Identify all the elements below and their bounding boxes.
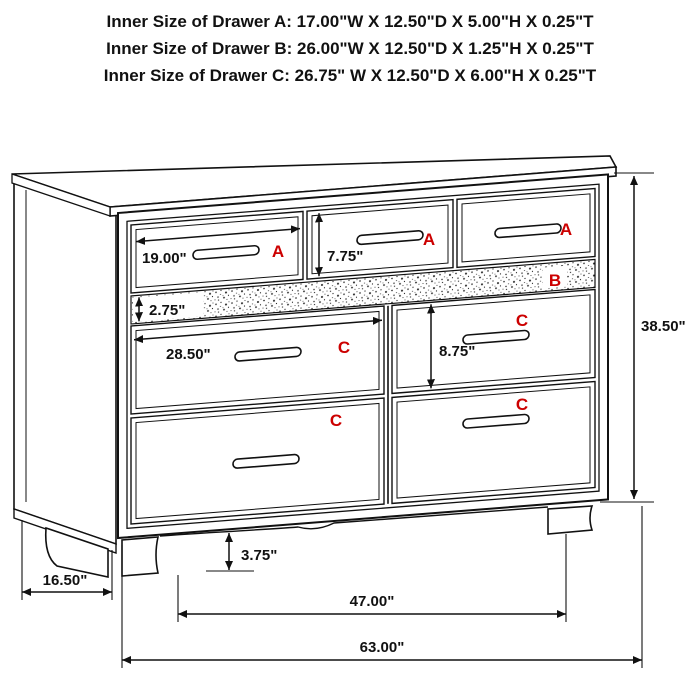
- inner-size-header: Inner Size of Drawer A: 17.00"W X 12.50"…: [0, 8, 700, 89]
- dim-label-drawer-c-height: 8.75": [439, 343, 475, 360]
- dimension-labels: 19.00" 7.75" 2.75" 28.50" 8.75" 38.50" 3…: [43, 248, 686, 656]
- tray-label-backing: [133, 292, 203, 322]
- drawer-handle-a3: [494, 223, 562, 239]
- drawer-handle-c-right-top: [462, 329, 530, 345]
- letter-drawer-c-right-bottom: C: [516, 395, 528, 414]
- letter-drawer-a1: A: [272, 242, 284, 261]
- front-left-foot: [121, 536, 160, 577]
- dresser-front: [117, 173, 609, 540]
- dim-line-drawer-a-width: [136, 225, 300, 245]
- dim-label-base-depth: 16.50": [43, 572, 88, 589]
- drawer-handle-c-left-top: [234, 346, 302, 362]
- drawer-handle-c-right-bottom: [462, 413, 530, 429]
- drawer-a1-panel: [135, 216, 299, 289]
- jewelry-tray-b: [130, 258, 596, 325]
- letter-drawer-a3: A: [560, 220, 572, 239]
- apron-curve: [159, 506, 549, 537]
- drawer-handles: [192, 223, 562, 469]
- top-left-cap: [11, 173, 111, 217]
- dim-label-foot-height: 3.75": [241, 547, 277, 564]
- drawer-c-right-top-panel: [396, 294, 591, 389]
- side-foot: [44, 526, 109, 578]
- letter-drawer-c-right-top: C: [516, 311, 528, 330]
- dim-line-drawer-c-width: [134, 316, 382, 344]
- inner-size-line-c: Inner Size of Drawer C: 26.75" W X 12.50…: [103, 66, 597, 85]
- drawer-c-left-bottom-panel: [135, 402, 380, 520]
- drawer-c-right-bottom-panel: [396, 386, 591, 499]
- inner-size-line-a: Inner Size of Drawer A: 17.00"W X 12.50"…: [106, 12, 594, 31]
- drawer-handle-a1: [192, 244, 260, 261]
- dim-label-feet-span: 47.00": [350, 593, 395, 610]
- side-panel: [13, 174, 117, 546]
- side-plinth: [13, 508, 117, 554]
- exterior-dimensions: [21, 172, 654, 668]
- dim-label-overall-width: 63.00": [360, 639, 405, 656]
- inner-size-line-b: Inner Size of Drawer B: 26.00"W X 12.50"…: [106, 39, 594, 58]
- letter-tray-b: B: [549, 271, 561, 290]
- tray-letter-backing: [543, 265, 567, 288]
- drawer-a2-panel: [311, 204, 449, 275]
- dim-label-drawer-a-width: 19.00": [142, 250, 187, 267]
- dim-label-tray-b-height: 2.75": [149, 302, 185, 319]
- dim-label-overall-height: 38.50": [641, 318, 686, 335]
- front-right-foot: [547, 505, 594, 535]
- drawer-handle-a2: [356, 230, 424, 246]
- drawer-letter-labels: A A A B C C C C: [272, 220, 572, 430]
- drawer-handle-c-left-bottom: [232, 453, 300, 469]
- drawer-a3-panel: [461, 193, 591, 263]
- dim-label-drawer-c-width: 28.50": [166, 346, 211, 363]
- letter-drawer-c-left-top: C: [338, 338, 350, 357]
- drawer-c-right-bottom: [391, 380, 596, 505]
- letter-drawer-a2: A: [423, 230, 435, 249]
- letter-drawer-c-left-bottom: C: [330, 411, 342, 430]
- dim-label-drawer-a-height: 7.75": [327, 248, 363, 265]
